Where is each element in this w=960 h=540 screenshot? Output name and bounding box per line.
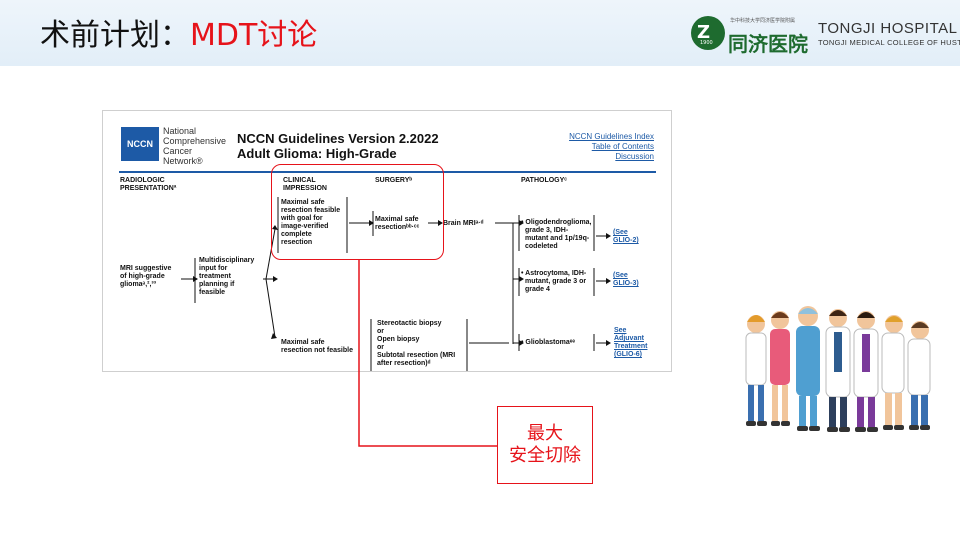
hospital-college-en: TONGJI MEDICAL COLLEGE OF HUST [818, 38, 960, 47]
title-prefix: 术前计划： [40, 18, 190, 53]
link-guidelines-index[interactable]: NCCN Guidelines Index [569, 132, 654, 141]
guideline-subtitle: Adult Glioma: High-Grade [237, 146, 397, 161]
node-glioblastoma: • Glioblastomaᵉᵉ [521, 339, 576, 346]
slide-title: 术前计划：MDT讨论 [40, 18, 317, 54]
node-astrocytoma: • Astrocytoma, IDH- mutant, grade 3 or g… [521, 270, 587, 293]
nccn-guideline-image: NCCN National Comprehensive Cancer Netwo… [102, 110, 672, 372]
doctor-figure-icon [745, 306, 931, 432]
node-multidisciplinary: Multidisciplinary input for treatment pl… [199, 257, 255, 296]
medical-team-illustration [745, 306, 931, 432]
hospital-name-cn: 同济医院 [728, 32, 808, 56]
node-resection-not-feasible: Maximal safe resection not feasible [281, 339, 353, 354]
col-pathology: PATHOLOGYᶜ [521, 177, 567, 184]
node-brain-mri: Brain MRIᵃ·ᵈ [443, 220, 484, 227]
emblem-year: 1900 [700, 40, 713, 46]
header-rule [119, 171, 656, 173]
title-highlight: MDT讨论 [190, 18, 318, 53]
node-resection-feasible: Maximal safe resection feasible with goa… [281, 199, 341, 246]
callout-line2: 安全切除 [509, 445, 581, 466]
col-clinical: CLINICAL IMPRESSION [283, 177, 327, 192]
callout-line1: 最大 [527, 423, 563, 444]
link-table-of-contents[interactable]: Table of Contents [591, 142, 654, 151]
link-see-adjuvant[interactable]: See Adjuvant Treatment (GLIO-6) [614, 327, 648, 358]
callout-box: 最大 安全切除 [497, 406, 593, 484]
hospital-affiliation: 华中科技大学同济医学院附属 [730, 18, 796, 24]
node-maximal-resection: Maximal safe resectionᵇᵇ·ᶜᶜ [375, 216, 420, 231]
nccn-org-name: National Comprehensive Cancer Network® [163, 126, 227, 166]
nccn-logo: NCCN [121, 127, 159, 161]
highlight-box [271, 164, 444, 260]
guideline-links: NCCN Guidelines Index Table of Contents … [569, 132, 654, 162]
guideline-version: NCCN Guidelines Version 2.2022 [237, 131, 439, 146]
node-biopsy-options: Stereotactic biopsy or Open biopsy or Su… [377, 320, 456, 367]
link-see-glio-3[interactable]: (See GLIO-3) [613, 272, 639, 287]
flowchart-lines [181, 197, 611, 371]
hospital-name-en: TONGJI HOSPITAL [818, 20, 958, 37]
node-mri-suggestive: MRI suggestive of high-grade gliomaᵃ,²,³… [120, 265, 172, 288]
node-oligodendroglioma: • Oligodendroglioma, grade 3, IDH- mutan… [521, 219, 592, 250]
col-surgery: SURGERYᵇ [375, 177, 413, 184]
link-see-glio-2[interactable]: (See GLIO-2) [613, 229, 639, 244]
link-discussion[interactable]: Discussion [615, 152, 654, 161]
col-radiologic: RADIOLOGIC PRESENTATIONª [120, 177, 177, 192]
